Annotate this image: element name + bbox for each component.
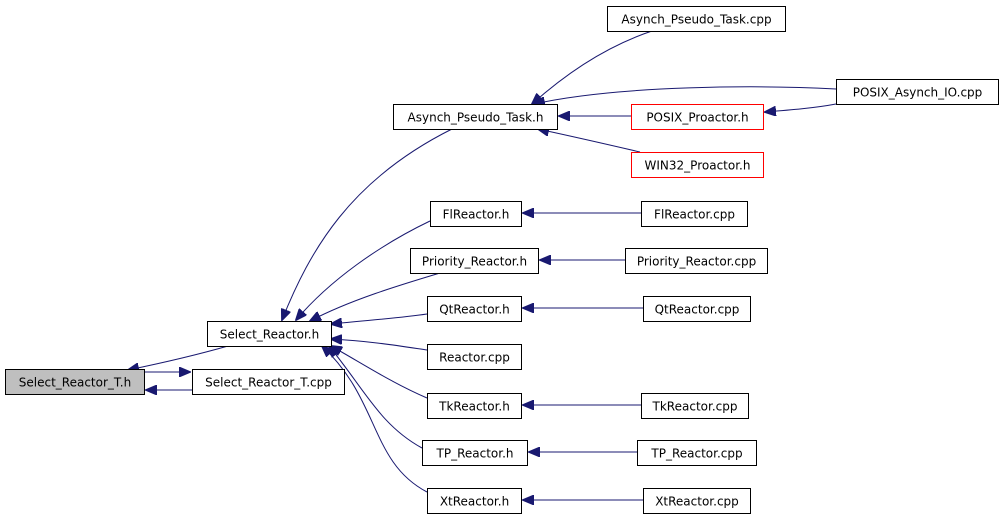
node-flreactor-cpp[interactable]: FlReactor.cpp [641,201,748,227]
node-box [641,201,748,227]
node-label: TkReactor.cpp [652,400,738,414]
node-xtreactor-h[interactable]: XtReactor.h [427,488,522,514]
node-label: Select_Reactor.h [220,328,319,342]
node-tp-reactor-cpp[interactable]: TP_Reactor.cpp [637,440,757,466]
node-posix-proactor-h[interactable]: POSIX_Proactor.h [631,104,764,130]
node-label: Asynch_Pseudo_Task.h [408,111,544,125]
node-label: XtReactor.h [440,495,509,509]
node-tkreactor-h[interactable]: TkReactor.h [427,393,522,419]
node-label: TP_Reactor.h [436,447,514,461]
edge-win32-proactor-h-to-asynch-pseudo-task-h [538,129,641,153]
node-label: TP_Reactor.cpp [650,447,742,461]
node-label: WIN32_Proactor.h [645,159,751,173]
node-tkreactor-cpp[interactable]: TkReactor.cpp [641,393,749,419]
node-box [410,248,539,274]
node-box [625,248,768,274]
node-select-reactor-t-h[interactable]: Select_Reactor_T.h [5,369,145,395]
edge-select-reactor-h-to-select-reactor-t-h [128,345,229,370]
edges-layer [128,30,837,500]
node-box [637,440,757,466]
node-priority-reactor-h[interactable]: Priority_Reactor.h [410,248,539,274]
node-box [192,369,345,395]
edge-posix-asynch-io-cpp-to-posix-proactor-h [765,103,837,112]
edge-tkreactor-h-to-select-reactor-h [331,346,428,399]
node-box [427,344,522,370]
node-label: QtReactor.cpp [655,303,740,317]
node-posix-asynch-io-cpp[interactable]: POSIX_Asynch_IO.cpp [836,79,999,105]
node-xtreactor-cpp[interactable]: XtReactor.cpp [643,488,751,514]
edge-reactor-cpp-to-select-reactor-h [331,339,428,351]
node-priority-reactor-cpp[interactable]: Priority_Reactor.cpp [625,248,768,274]
node-label: Asynch_Pseudo_Task.cpp [621,13,771,27]
node-box [393,104,558,130]
node-label: TkReactor.h [438,400,510,414]
node-label: Priority_Reactor.h [422,255,527,269]
node-box [430,201,522,227]
edge-xtreactor-h-to-select-reactor-h [322,346,428,493]
node-label: QtReactor.h [439,303,510,317]
node-asynch-pseudo-task-cpp[interactable]: Asynch_Pseudo_Task.cpp [607,6,786,32]
node-label: FlReactor.cpp [654,208,735,222]
node-label: Select_Reactor_T.cpp [205,376,332,390]
node-box [427,296,522,322]
node-box [643,296,751,322]
node-label: POSIX_Proactor.h [646,111,748,125]
node-reactor-cpp[interactable]: Reactor.cpp [427,344,522,370]
node-qtreactor-h[interactable]: QtReactor.h [427,296,522,322]
node-asynch-pseudo-task-h[interactable]: Asynch_Pseudo_Task.h [393,104,558,130]
edge-posix-asynch-io-cpp-to-asynch-pseudo-task-h [534,86,837,104]
edge-flreactor-h-to-select-reactor-h [296,220,431,320]
edge-asynch-pseudo-task-h-to-select-reactor-h [282,128,453,320]
node-box [427,393,522,419]
node-box [207,321,332,347]
node-box [643,488,751,514]
node-box [631,104,764,130]
node-box [427,488,522,514]
edge-priority-reactor-h-to-select-reactor-h [310,272,441,321]
node-label: POSIX_Asynch_IO.cpp [853,86,983,100]
node-label: FlReactor.h [443,208,510,222]
node-label: Select_Reactor_T.h [19,376,131,390]
node-box [641,393,749,419]
node-box [836,79,999,105]
node-flreactor-h[interactable]: FlReactor.h [430,201,522,227]
node-tp-reactor-h[interactable]: TP_Reactor.h [422,440,528,466]
node-qtreactor-cpp[interactable]: QtReactor.cpp [643,296,751,322]
node-box [5,369,145,395]
edge-asynch-pseudo-task-cpp-to-asynch-pseudo-task-h [532,30,653,104]
node-box [631,152,764,178]
node-label: XtReactor.cpp [655,495,739,509]
nodes-layer: Select_Reactor_T.h Select_Reactor.hSelect… [5,6,999,514]
node-label: Priority_Reactor.cpp [637,255,756,269]
edge-qtreactor-h-to-select-reactor-h [331,313,428,324]
edge-tp-reactor-h-to-select-reactor-h [329,346,423,449]
node-win32-proactor-h[interactable]: WIN32_Proactor.h [631,152,764,178]
node-select-reactor-h[interactable]: Select_Reactor.h [207,321,332,347]
node-box [607,6,786,32]
node-box [422,440,528,466]
node-select-reactor-t-cpp[interactable]: Select_Reactor_T.cpp [192,369,345,395]
node-label: Reactor.cpp [439,351,510,365]
